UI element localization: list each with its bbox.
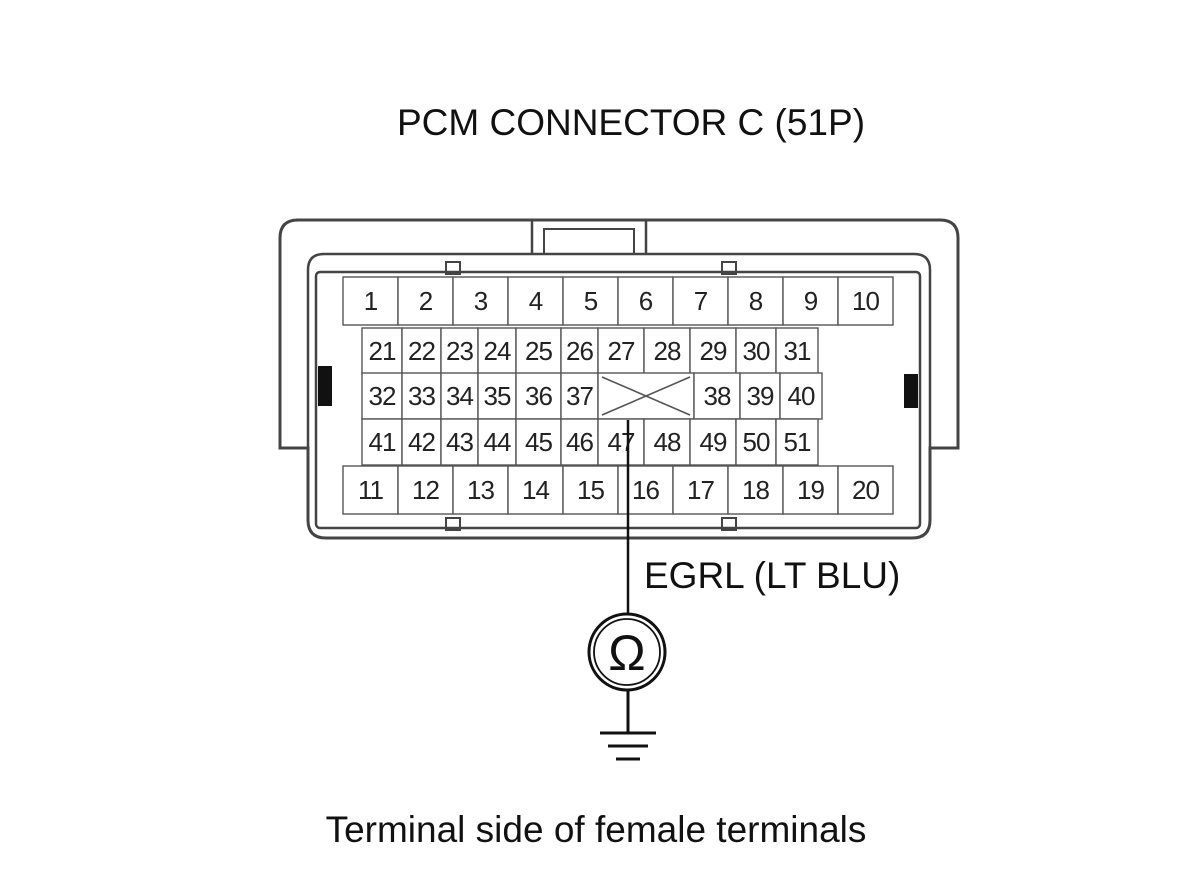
terminal-number: 38 (704, 381, 731, 411)
terminal-number: 36 (525, 381, 552, 411)
ground-icon (600, 690, 656, 761)
terminal-number: 47 (608, 427, 635, 457)
terminal-number: 48 (654, 427, 681, 457)
terminal-cell (515, 372, 562, 420)
terminal-number: 14 (522, 475, 549, 505)
terminal-number: 17 (687, 475, 714, 505)
terminal-cell (507, 276, 564, 326)
terminal-cell (617, 276, 674, 326)
terminal-cell (560, 327, 599, 375)
terminal-number: 20 (852, 475, 879, 505)
terminal-cell (782, 465, 839, 515)
terminal-number: 16 (632, 475, 659, 505)
terminal-number: 27 (608, 336, 635, 366)
terminal-number: 1 (364, 286, 378, 316)
terminal-cell (782, 276, 839, 326)
terminal-number: 2 (419, 286, 433, 316)
terminal-number: 26 (566, 336, 593, 366)
terminal-number: 33 (408, 381, 435, 411)
terminal-cell (515, 418, 562, 466)
terminal-cell (775, 418, 819, 466)
diagram-footer: Terminal side of female terminals (326, 809, 867, 850)
terminal-cell (727, 276, 784, 326)
diagram-title: PCM CONNECTOR C (51P) (397, 102, 865, 143)
terminal-number: 50 (743, 427, 770, 457)
wire-label: EGRL (LT BLU) (644, 555, 900, 596)
ohm-symbol: Ω (608, 625, 645, 681)
terminal-cell (452, 465, 509, 515)
terminal-number: 4 (529, 286, 543, 316)
terminal-cell (672, 465, 729, 515)
terminal-number: 21 (369, 336, 396, 366)
terminal-cell (477, 372, 517, 420)
terminal-number: 7 (694, 286, 708, 316)
connector-housing (278, 218, 960, 540)
terminal-number: 35 (484, 381, 511, 411)
terminal-number: 43 (446, 427, 473, 457)
terminal-number: 15 (577, 475, 604, 505)
terminal-number: 31 (784, 336, 811, 366)
terminal-number: 32 (369, 381, 396, 411)
terminal-number: 19 (797, 475, 824, 505)
terminal-cell (397, 465, 454, 515)
terminal-number: 5 (584, 286, 598, 316)
empty-cavity-x (601, 376, 691, 416)
terminal-cell (397, 276, 454, 326)
terminal-cell (440, 418, 479, 466)
terminal-number: 9 (804, 286, 818, 316)
terminal-number: 49 (700, 427, 727, 457)
terminal-number: 45 (525, 427, 552, 457)
terminal-cell (361, 418, 403, 466)
terminal-number: 18 (742, 475, 769, 505)
terminal-cell (342, 276, 399, 326)
terminal-number: 8 (749, 286, 763, 316)
terminal-number: 11 (358, 475, 384, 505)
terminal-number: 3 (474, 286, 488, 316)
terminal-cell (837, 276, 894, 326)
terminal-number: 10 (852, 286, 879, 316)
ohmmeter-icon: Ω (587, 612, 667, 692)
terminal-number: 37 (566, 381, 593, 411)
terminal-cell (562, 465, 619, 515)
terminal-number: 25 (525, 336, 552, 366)
terminal-number: 44 (484, 427, 511, 457)
terminal-number: 12 (412, 475, 439, 505)
terminal-number: 51 (784, 427, 811, 457)
terminal-number: 29 (700, 336, 727, 366)
terminal-cell (342, 465, 399, 515)
terminal-number: 24 (484, 336, 511, 366)
terminal-number: 41 (369, 427, 396, 457)
terminal-cell (401, 418, 442, 466)
terminal-cell (689, 327, 737, 375)
terminal-number: 13 (467, 475, 494, 505)
terminal-cell (515, 327, 562, 375)
terminal-number: 30 (743, 336, 770, 366)
terminal-number: 42 (408, 427, 435, 457)
terminal-number: 39 (747, 381, 774, 411)
terminal-cell (452, 276, 509, 326)
terminal-number: 28 (654, 336, 681, 366)
terminal-number: 46 (566, 427, 593, 457)
terminal-cell (837, 465, 894, 515)
terminal-number: 40 (788, 381, 815, 411)
terminal-cell (775, 327, 819, 375)
terminal-cell (739, 372, 781, 420)
terminal-number: 22 (408, 336, 435, 366)
terminal-cell (562, 276, 619, 326)
terminal-number: 23 (446, 336, 473, 366)
terminal-number: 34 (446, 381, 473, 411)
terminal-number: 6 (639, 286, 653, 316)
